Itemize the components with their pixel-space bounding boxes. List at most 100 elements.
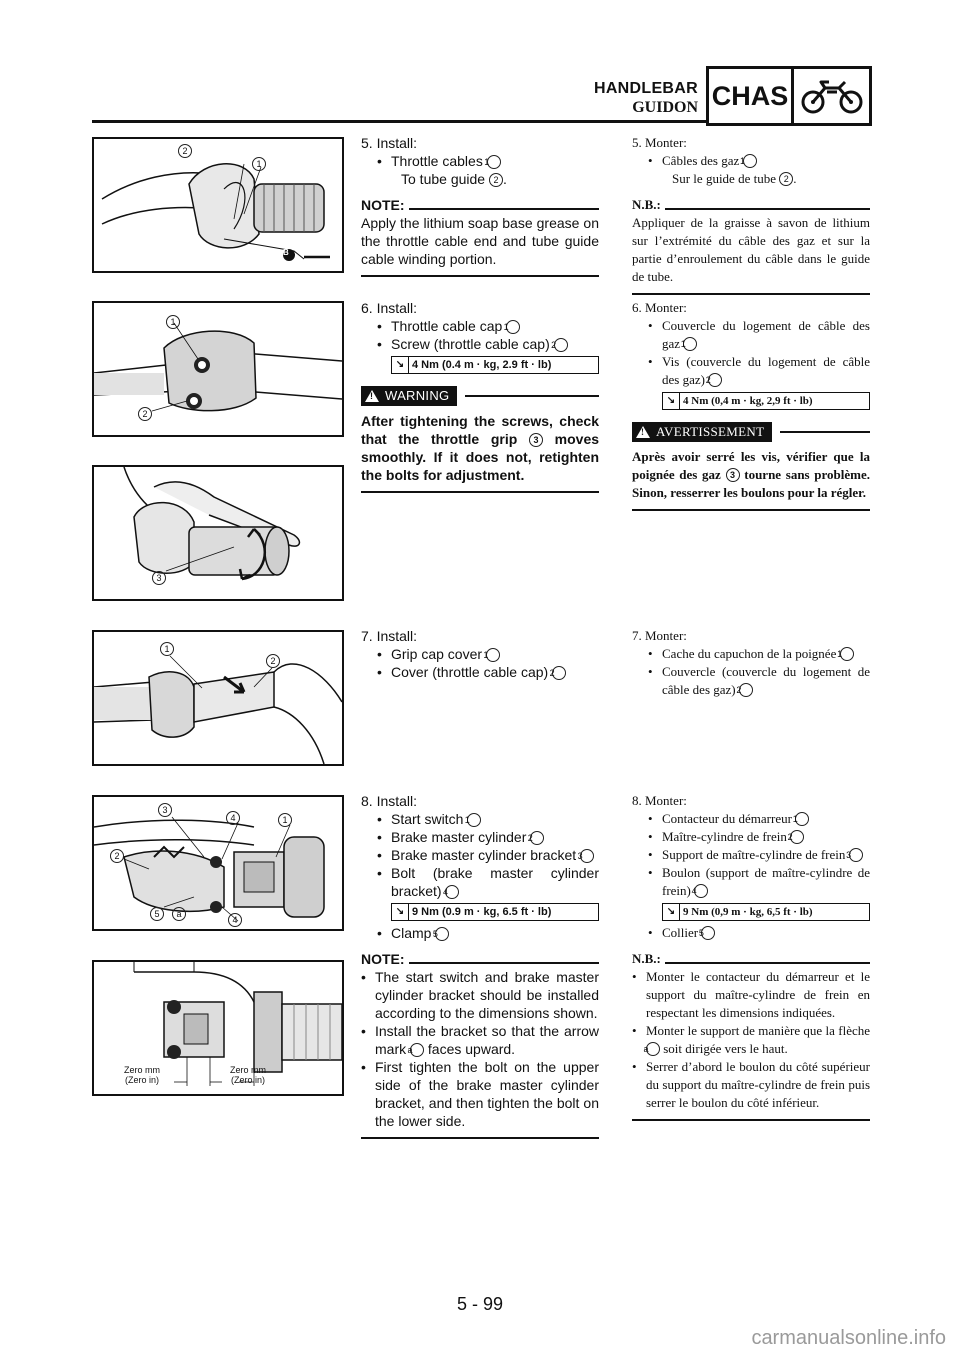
- fr-step-5: 5. Monter: Câbles des gaz 1 Sur le guide…: [632, 134, 870, 295]
- callout-4: 4: [226, 811, 240, 825]
- callout-1: 1: [160, 642, 174, 656]
- callout-2: 2: [178, 144, 192, 158]
- list-item: Brake master cylinder bracket 3: [361, 846, 599, 864]
- callout-ref: 2: [779, 172, 794, 186]
- list-item: Support de maître-cylindre de frein 3: [632, 846, 870, 864]
- callout-ref: 2: [550, 666, 567, 680]
- warning-icon: [365, 390, 379, 402]
- chapter-tab: CHAS: [706, 66, 872, 126]
- callout-3: 3: [158, 803, 172, 817]
- torque-spec: ↘4 Nm (0,4 m · kg, 2,9 ft · lb): [662, 392, 870, 410]
- en-step-7: 7. Install: Grip cap cover 1 Cover (thro…: [361, 627, 599, 681]
- callout-a: a: [172, 907, 186, 921]
- callout-1: 1: [278, 813, 292, 827]
- callout-5: 5: [150, 907, 164, 921]
- note-heading: NOTE:: [361, 196, 599, 214]
- divider: [632, 293, 870, 295]
- dimension-right: Zero mm (Zero in): [230, 1065, 266, 1085]
- figure-grip-cap-cover: 1 2: [92, 630, 344, 766]
- wrench-icon: ↘: [392, 357, 409, 373]
- chapter-label: CHAS: [709, 69, 794, 123]
- list-item: Câbles des gaz 1: [632, 152, 870, 170]
- list-item: Collier 5: [632, 924, 870, 942]
- dimension-left-mm: Zero mm: [124, 1065, 160, 1075]
- callout-ref: 1: [465, 813, 482, 827]
- note-item: Serrer d’abord le boulon du côté supérie…: [632, 1058, 870, 1112]
- grease-mark: B: [283, 248, 289, 257]
- motorcycle-icon: [794, 69, 869, 123]
- list-item: Cover (throttle cable cap) 2: [361, 663, 599, 681]
- figure-throttle-cables: 2 1 B: [92, 137, 344, 273]
- list-item: Couvercle du logement de câble des gaz 1: [632, 317, 870, 353]
- list-item: Grip cap cover 1: [361, 645, 599, 663]
- page-number: 5 - 99: [456, 1294, 504, 1314]
- warning-text: After tightening the screws, check that …: [361, 413, 600, 483]
- note-item: First tighten the bolt on the upper side…: [361, 1058, 599, 1130]
- list-item: Couvercle (couvercle du logement de câbl…: [632, 663, 870, 699]
- callout-3: 3: [152, 571, 166, 585]
- step-heading: 7. Install:: [361, 628, 418, 644]
- torque-spec: ↘9 Nm (0.9 m · kg, 6.5 ft · lb): [391, 903, 599, 921]
- step-heading: 8. Install:: [361, 793, 418, 809]
- callout-ref: 2: [736, 683, 753, 697]
- note-text: Apply the lithium soap base grease on th…: [361, 215, 599, 267]
- note-item: The start switch and brake master cylind…: [361, 968, 599, 1022]
- list-item: Vis (couvercle du logement de câble des …: [632, 353, 870, 389]
- list-item: Start switch 1: [361, 810, 599, 828]
- section-title-fr: GUIDON: [632, 99, 698, 116]
- callout-ref: 2: [488, 173, 503, 187]
- callout-2: 2: [138, 407, 152, 421]
- callout-ref: 1: [484, 155, 501, 169]
- step-heading: 5. Install:: [361, 135, 418, 151]
- callout-ref: 3: [846, 848, 863, 862]
- callout-ref: 4: [443, 885, 460, 899]
- callout-2: 2: [266, 654, 280, 668]
- callout-ref: a: [408, 1043, 425, 1057]
- dimension-right-in: (Zero in): [230, 1075, 265, 1085]
- callout-ref: 1: [837, 647, 854, 661]
- wrench-icon: ↘: [663, 904, 680, 920]
- note-item: Monter le support de manière que la flèc…: [632, 1022, 870, 1058]
- callout-ref: 3: [578, 849, 595, 863]
- fr-step-8: 8. Monter: Contacteur du démarreur 1 Maî…: [632, 792, 870, 1121]
- list-item: Clamp 5: [361, 924, 599, 942]
- callout-ref: 1: [504, 320, 521, 334]
- callout-ref: 2: [788, 830, 805, 844]
- step-heading: 6. Install:: [361, 300, 418, 316]
- list-item: Contacteur du démarreur 1: [632, 810, 870, 828]
- callout-ref: 4: [692, 884, 709, 898]
- torque-spec: ↘9 Nm (0,9 m · kg, 6,5 ft · lb): [662, 903, 870, 921]
- list-item: Boulon (support de maître-cylindre de fr…: [632, 864, 870, 900]
- header-title: HANDLEBAR GUIDON: [594, 80, 698, 117]
- en-step-8: 8. Install: Start switch 1 Brake master …: [361, 792, 599, 1139]
- dimension-left-in: (Zero in): [124, 1075, 159, 1085]
- callout-ref: a: [643, 1042, 660, 1056]
- callout-ref: 2: [706, 373, 723, 387]
- divider: [361, 275, 599, 277]
- callout-4-lower: 4: [228, 913, 242, 927]
- figure-mounting-dimensions: Zero mm (Zero in) Zero mm (Zero in): [92, 960, 344, 1096]
- en-step-5: 5. Install: Throttle cables 1 To tube gu…: [361, 134, 599, 277]
- list-item: Maître-cylindre de frein 2: [632, 828, 870, 846]
- callout-ref: 2: [551, 338, 568, 352]
- callout-ref: 1: [681, 337, 698, 351]
- list-item: Throttle cables 1: [361, 152, 599, 170]
- callout-ref: 1: [740, 154, 757, 168]
- figure-brake-master-cylinder: 3 4 1 2 5 a 4: [92, 795, 344, 931]
- step-heading: 5. Monter:: [632, 135, 687, 150]
- list-item: Bolt (brake master cylinder bracket) 4: [361, 864, 599, 900]
- note-item: Install the bracket so that the arrow ma…: [361, 1022, 599, 1058]
- callout-ref: 1: [793, 812, 810, 826]
- fr-step-7: 7. Monter: Cache du capuchon de la poign…: [632, 627, 870, 699]
- fr-step-6: 6. Monter: Couvercle du logement de câbl…: [632, 299, 870, 511]
- dimension-left: Zero mm (Zero in): [124, 1065, 160, 1085]
- note-heading: N.B.:: [632, 196, 870, 214]
- dimension-right-mm: Zero mm: [230, 1065, 266, 1075]
- warning-icon: [636, 426, 650, 438]
- divider: [361, 491, 599, 493]
- header-rule: [92, 120, 706, 123]
- step-heading: 7. Monter:: [632, 628, 687, 643]
- callout-2: 2: [110, 849, 124, 863]
- callout-ref: 5: [699, 926, 716, 940]
- list-item: Screw (throttle cable cap) 2: [361, 335, 599, 353]
